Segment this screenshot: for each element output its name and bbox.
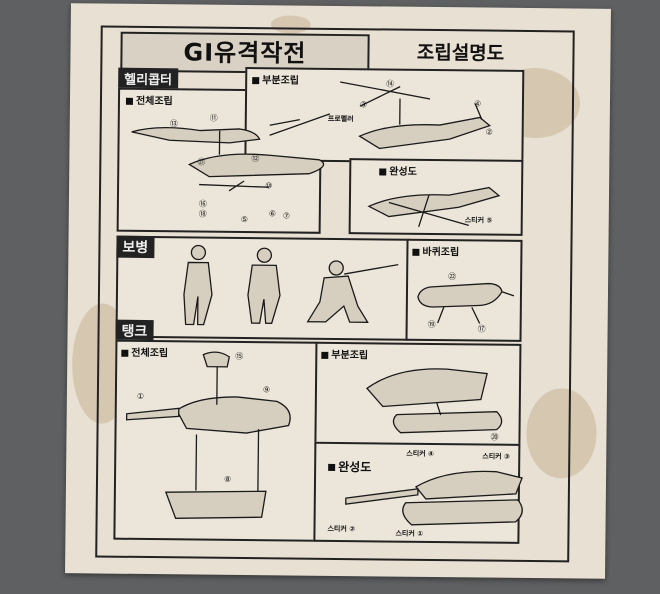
heli-rotor-mast (399, 98, 483, 125)
heli-assembly-lines (199, 118, 300, 192)
part-number: ⑨ (262, 385, 271, 395)
instruction-sheet: GI유격작전 조립설명도 헬리콥터 전체조립 부분조립 프로펠러 완성도 스티커… (65, 3, 611, 579)
tank-hull-exploded (164, 429, 267, 519)
heli-partial-body (358, 116, 492, 150)
tank-completed (345, 470, 523, 526)
heli-lower-body (187, 153, 325, 178)
soldier-rifle (247, 247, 281, 324)
heli-completed-body (367, 186, 501, 218)
tank-partial (366, 368, 503, 434)
heli-upper-part (131, 126, 261, 144)
soldier-kneeling (306, 260, 399, 323)
heli-rotor-blade (340, 81, 431, 107)
infantry-drawings (183, 244, 399, 326)
helicopter-drawings (131, 81, 501, 228)
wheels-drawing (417, 282, 515, 324)
part-number: ⑧ (223, 474, 232, 484)
tank-turret-exploded (125, 351, 291, 434)
heli-completed-rotor (388, 194, 469, 228)
part-number: ⑮ (235, 351, 244, 362)
part-number: ① (136, 391, 145, 401)
tank-drawings (125, 351, 523, 526)
part-number: ⑳ (490, 432, 499, 442)
heli-tail-boom (269, 113, 331, 136)
soldier-standing (183, 244, 213, 326)
